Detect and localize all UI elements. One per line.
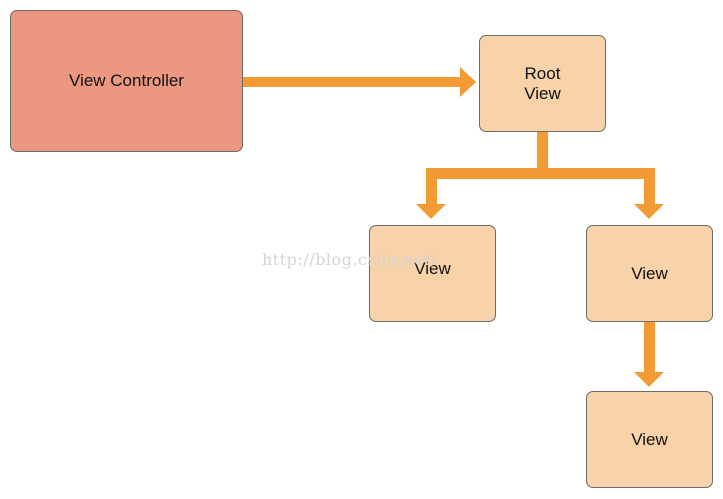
view-controller-box: View Controller <box>10 10 243 152</box>
child-view-right-label: View <box>631 263 668 283</box>
arrow-view-to-subview <box>634 322 664 387</box>
child-view-left-box: View <box>369 225 496 322</box>
root-view-label-line1: Root <box>524 63 561 83</box>
watermark: http://blog.csdn.net/ <box>262 250 437 269</box>
child-view-left-label: View <box>414 258 451 278</box>
grandchild-view-label: View <box>631 429 668 449</box>
arrow-root-to-children <box>416 132 664 219</box>
root-view-box: Root View <box>479 35 606 132</box>
arrow-controller-to-root <box>243 67 476 97</box>
grandchild-view-box: View <box>586 391 713 488</box>
child-view-right-box: View <box>586 225 713 322</box>
view-controller-label: View Controller <box>69 71 184 90</box>
root-view-label-line2: View <box>524 83 561 103</box>
